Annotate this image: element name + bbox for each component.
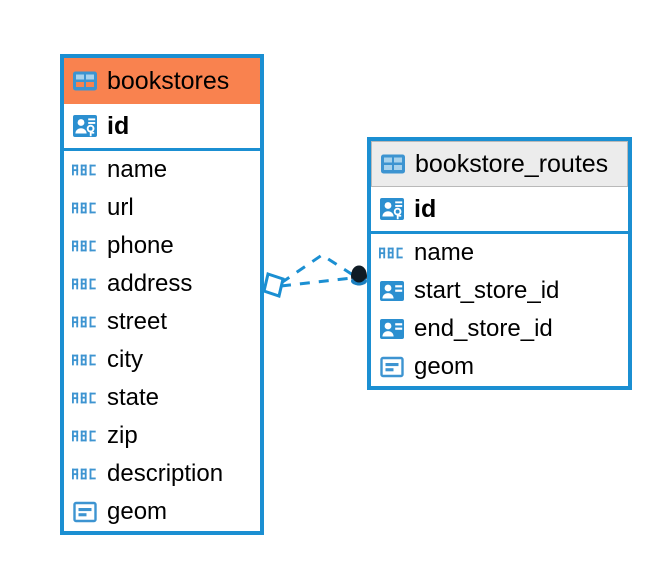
field-row-bookstores-address[interactable]: address	[64, 265, 260, 303]
entity-header-bookstores[interactable]: bookstores	[64, 58, 260, 104]
table-blue-icon	[381, 154, 405, 174]
foreign-key-icon	[380, 319, 404, 339]
field-row-bookstore-routes-id[interactable]: id	[371, 187, 628, 234]
field-label-bookstore_routes-name: name	[414, 239, 475, 266]
field-row-bookstores-phone[interactable]: phone	[64, 227, 260, 265]
text-abc-icon	[72, 316, 96, 328]
text-abc-icon	[72, 354, 96, 366]
field-row-bookstore_routes-end_store_id[interactable]: end_store_id	[371, 310, 628, 348]
field-label-bookstore_routes-end_store_id: end_store_id	[414, 315, 553, 342]
field-list-bookstores: name url phone address street city state zip des…	[64, 151, 260, 531]
text-abc-icon	[72, 392, 96, 404]
field-row-bookstore_routes-name[interactable]: name	[371, 234, 628, 272]
text-abc-icon	[72, 202, 96, 214]
diamond-marker[interactable]	[262, 272, 285, 298]
foreign-key-icon	[380, 281, 404, 301]
geometry-icon	[380, 356, 404, 378]
field-label-bookstores-description: description	[107, 460, 224, 487]
entity-header-bookstore-routes[interactable]: bookstore_routes	[371, 141, 628, 187]
relationship-line-upper	[280, 253, 354, 285]
field-label-bookstores-address: address	[107, 270, 193, 297]
filled-circle-marker[interactable]	[351, 266, 367, 286]
field-label-bookstore_routes-geom: geom	[414, 353, 475, 380]
primary-key-icon	[73, 115, 97, 137]
field-row-bookstore_routes-start_store_id[interactable]: start_store_id	[371, 272, 628, 310]
field-row-bookstores-zip[interactable]: zip	[64, 417, 260, 455]
field-label-bookstores-geom: geom	[107, 498, 168, 525]
field-label-bookstores-id: id	[107, 111, 130, 140]
field-label-bookstores-phone: phone	[107, 232, 174, 259]
field-label-bookstores-zip: zip	[107, 422, 138, 449]
field-row-bookstores-street[interactable]: street	[64, 303, 260, 341]
table-orange-icon	[73, 71, 97, 91]
field-label-bookstores-name: name	[107, 156, 168, 183]
text-abc-icon	[72, 278, 96, 290]
field-label-bookstores-street: street	[107, 308, 168, 335]
primary-key-icon	[380, 198, 404, 220]
field-label-bookstore_routes-start_store_id: start_store_id	[414, 277, 560, 304]
text-abc-icon	[72, 468, 96, 480]
field-row-bookstores-url[interactable]: url	[64, 189, 260, 227]
text-abc-icon	[72, 164, 96, 176]
entity-table-bookstores[interactable]: bookstores id name url phone address street c…	[60, 54, 264, 535]
field-row-bookstores-geom[interactable]: geom	[64, 493, 260, 531]
field-row-bookstores-id[interactable]: id	[64, 104, 260, 151]
field-row-bookstores-description[interactable]: description	[64, 455, 260, 493]
field-label-bookstores-state: state	[107, 384, 160, 411]
field-label-bookstore-routes-id: id	[414, 194, 437, 223]
field-label-bookstores-city: city	[107, 346, 143, 373]
text-abc-icon	[72, 430, 96, 442]
filled-circle-marker-top	[351, 265, 367, 283]
field-label-bookstores-url: url	[107, 194, 134, 221]
text-abc-icon	[72, 240, 96, 252]
field-row-bookstores-state[interactable]: state	[64, 379, 260, 417]
relationship-line-lower	[280, 276, 353, 288]
field-row-bookstore_routes-geom[interactable]: geom	[371, 348, 628, 386]
filled-circle-marker-base	[351, 276, 367, 286]
entity-title-bookstore-routes: bookstore_routes	[415, 149, 609, 178]
field-row-bookstores-name[interactable]: name	[64, 151, 260, 189]
text-abc-icon	[379, 247, 403, 259]
geometry-icon	[73, 501, 97, 523]
entity-title-bookstores: bookstores	[107, 66, 230, 95]
field-row-bookstores-city[interactable]: city	[64, 341, 260, 379]
